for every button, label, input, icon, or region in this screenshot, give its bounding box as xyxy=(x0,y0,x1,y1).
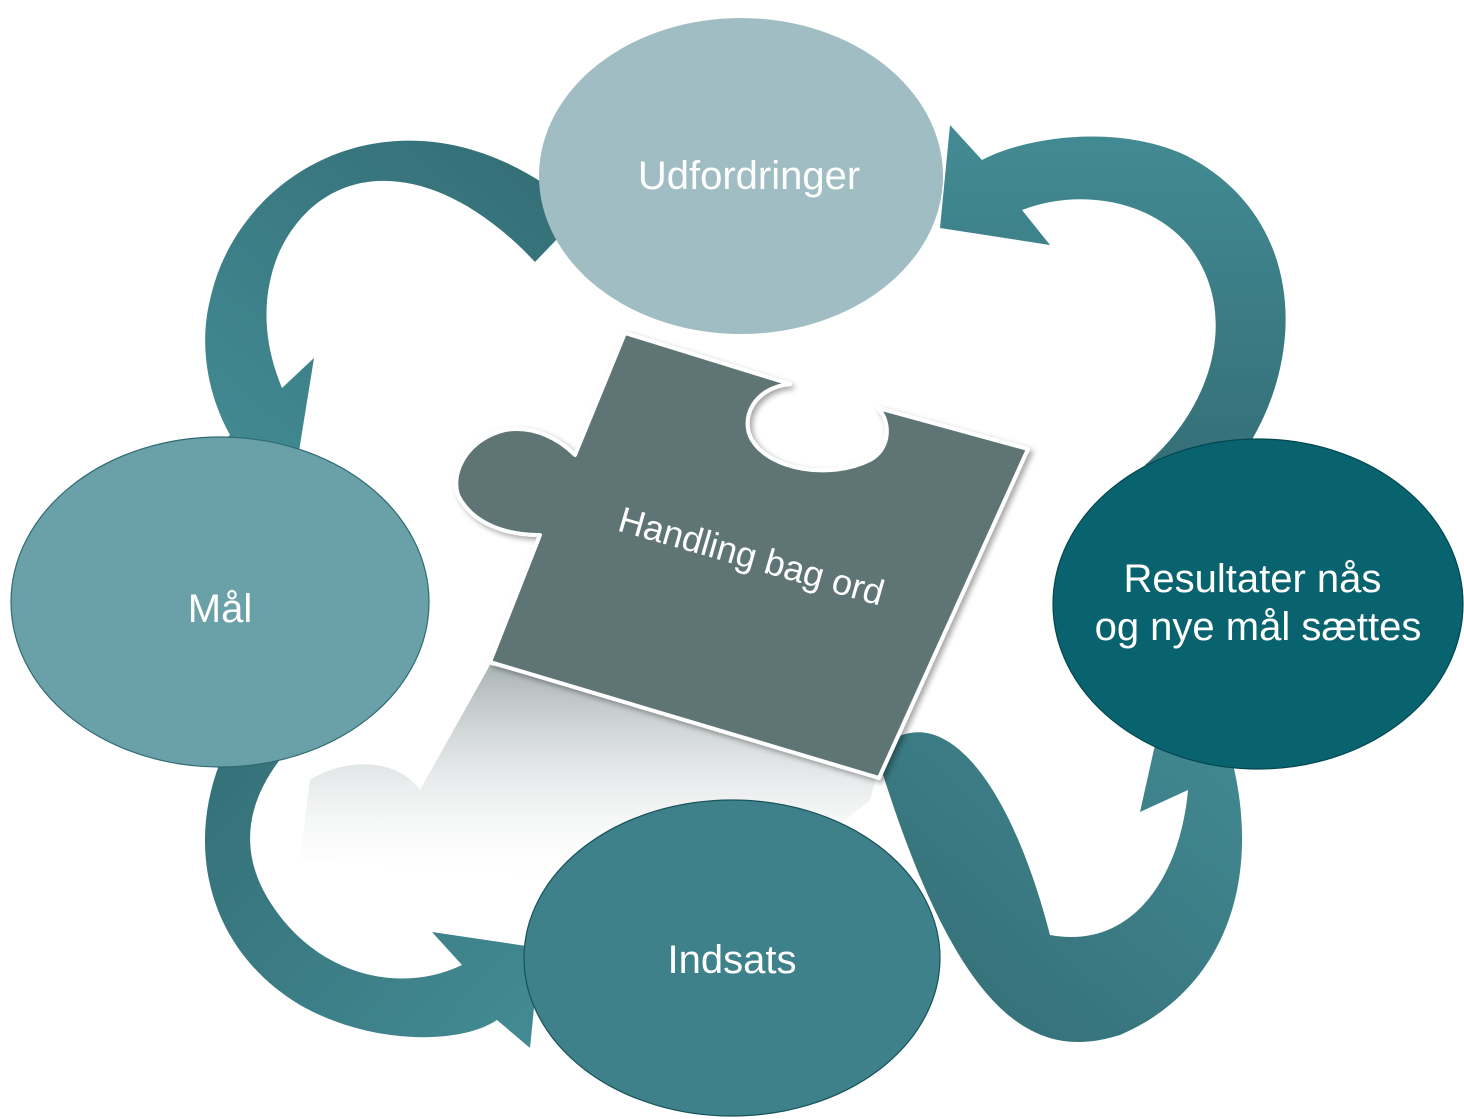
node-maal: Mål xyxy=(10,436,430,768)
cycle-arrows xyxy=(198,125,1286,1048)
node-indsats-label: Indsats xyxy=(668,938,797,982)
svg-text:Indsats: Indsats xyxy=(668,938,797,982)
node-resultater-label-line2: og nye mål sættes xyxy=(1095,605,1422,649)
svg-text:Udfordringer: Udfordringer xyxy=(638,154,860,198)
node-indsats: Indsats xyxy=(523,799,941,1117)
node-resultater: Resultater nås og nye mål sættes xyxy=(1052,438,1464,770)
arrow-maal-to-indsats xyxy=(204,665,540,1048)
node-udfordringer-ellipse xyxy=(539,18,943,334)
arrow-indsats-to-resultater-body xyxy=(876,700,1260,1043)
puzzle-piece-shape xyxy=(454,331,1030,780)
node-indsats-ellipse xyxy=(523,799,941,1117)
svg-text:Mål: Mål xyxy=(188,587,252,631)
node-udfordringer-label: Udfordringer xyxy=(638,154,860,198)
puzzle-piece: Handling bag ord xyxy=(454,331,1030,780)
arrow-resultater-to-udfordringer xyxy=(940,125,1286,508)
svg-text:Resultater nås og nye må: Resultater nås og nye mål sættes xyxy=(1095,557,1422,649)
node-udfordringer: Udfordringer xyxy=(539,18,943,334)
node-resultater-label-line1: Resultater nås xyxy=(1123,557,1381,601)
arrow-udfordringer-to-maal xyxy=(198,140,582,470)
node-maal-label: Mål xyxy=(188,587,252,631)
node-maal-ellipse xyxy=(10,436,430,768)
node-resultater-ellipse xyxy=(1052,438,1464,770)
